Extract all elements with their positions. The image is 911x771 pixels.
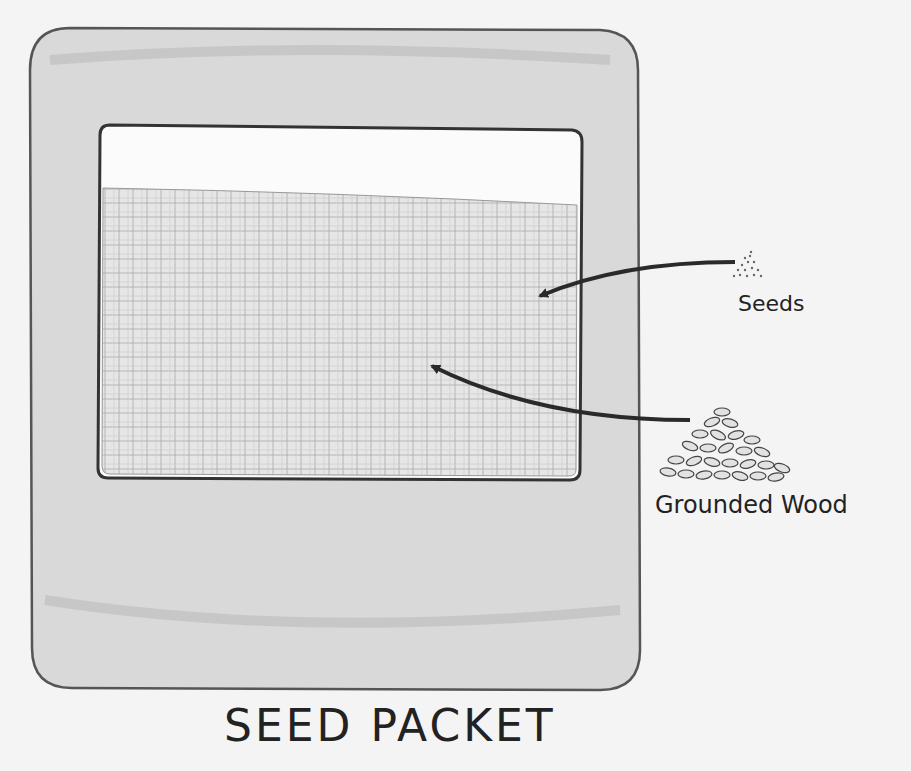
callout-label: Grounded Wood <box>655 492 848 518</box>
seeds-arrow <box>540 262 735 296</box>
frame-shading <box>45 50 620 623</box>
seed-wood-mix <box>102 188 577 476</box>
seeds-pile <box>733 251 762 277</box>
packet-window <box>98 125 582 480</box>
caption: SEED PACKET <box>224 702 556 750</box>
packet-frame <box>30 28 640 690</box>
callout-label: Seeds <box>738 292 804 316</box>
wood-arrow <box>432 366 690 420</box>
